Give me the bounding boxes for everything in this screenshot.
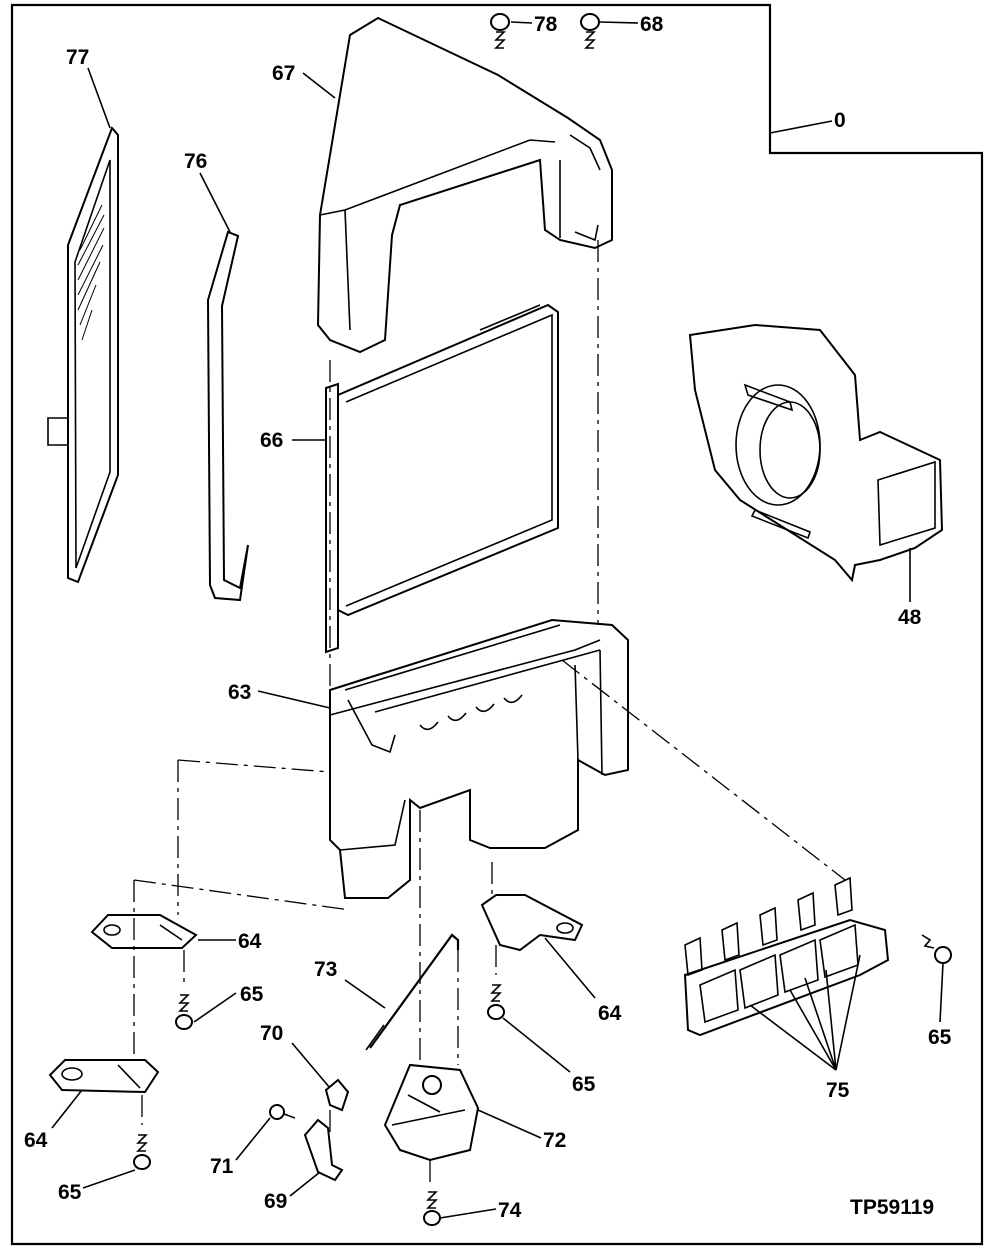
callout-64-left-upper: 64 (238, 930, 262, 953)
callout-65-right: 65 (928, 1026, 952, 1049)
part-63-lower-case (329, 618, 629, 899)
callout-71: 71 (210, 1155, 234, 1178)
callout-72: 72 (543, 1129, 566, 1152)
callout-74: 74 (498, 1199, 522, 1222)
part-74-screw (423, 1191, 441, 1226)
part-69-lever-bracket (303, 1118, 344, 1182)
callout-66: 66 (260, 429, 283, 452)
part-65-screw-center (487, 984, 505, 1020)
callout-65-left-upper: 65 (240, 983, 264, 1006)
part-77-filter-screen (47, 126, 119, 584)
part-75-relay-bank (683, 876, 890, 1037)
part-64-bracket-right (480, 894, 584, 952)
part-66-heater-core (325, 303, 559, 654)
figure-code: TP59119 (850, 1196, 934, 1219)
part-76-seal-strip (206, 230, 249, 602)
callout-67: 67 (272, 62, 295, 85)
callout-0: 0 (834, 109, 846, 132)
diagram-frame (10, 3, 984, 1246)
callout-70: 70 (260, 1022, 283, 1045)
callout-65-left-lower: 65 (58, 1181, 82, 1204)
part-72-actuator (383, 1063, 480, 1162)
part-67-upper-duct (316, 16, 613, 354)
part-65-screw-right (921, 934, 952, 964)
callout-65-center: 65 (572, 1073, 596, 1096)
callout-69: 69 (264, 1190, 287, 1213)
part-64-bracket-left-upper (90, 914, 198, 949)
part-65-screw-left-lower (133, 1134, 151, 1170)
callout-63: 63 (228, 681, 251, 704)
part-78-screw (490, 13, 510, 49)
part-70-clip (324, 1078, 350, 1112)
callout-48: 48 (898, 606, 922, 629)
part-68-screw (580, 13, 600, 49)
callout-64-left-lower: 64 (24, 1129, 48, 1152)
part-65-screw-left-upper (175, 994, 193, 1030)
part-71-nut (269, 1104, 296, 1120)
leader-lines (51, 21, 944, 1219)
part-64-bracket-left-lower (48, 1059, 160, 1094)
callout-64-right: 64 (598, 1002, 622, 1025)
assembly-lines (133, 240, 846, 1185)
callout-73: 73 (314, 958, 337, 981)
callout-75: 75 (826, 1079, 850, 1102)
callout-76: 76 (184, 150, 207, 173)
callout-68: 68 (640, 13, 664, 36)
callout-77: 77 (66, 46, 89, 69)
part-73-control-rod (365, 933, 460, 1051)
callout-78: 78 (534, 13, 558, 36)
part-48-blower-housing (688, 323, 944, 583)
